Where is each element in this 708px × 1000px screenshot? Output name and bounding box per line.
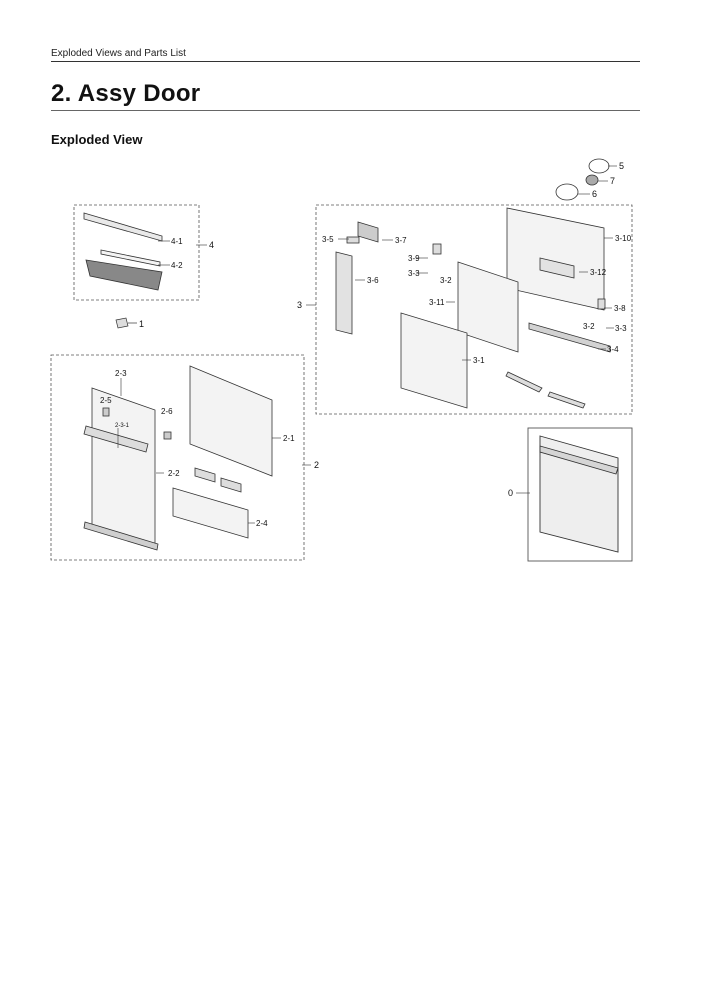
callout-3-3-b: 3-3: [615, 324, 627, 333]
part-0-door: [539, 435, 619, 553]
part-1-clip: [115, 317, 137, 329]
callout-3-12: 3-12: [590, 268, 607, 277]
callout-1: 1: [139, 319, 144, 329]
callout-6: 6: [592, 189, 597, 199]
group-0-box: [527, 427, 633, 562]
group-4-box: [73, 204, 200, 301]
callout-3-8: 3-8: [614, 304, 626, 313]
callout-2-3-1: 2-3-1: [115, 423, 130, 429]
group-3-parts: [335, 207, 611, 409]
callout-4-2: 4-2: [171, 261, 183, 270]
callout-3: 3: [297, 300, 302, 310]
callout-2: 2: [314, 460, 319, 470]
callout-7: 7: [610, 176, 615, 186]
page-header: Exploded Views and Parts List: [51, 48, 640, 62]
callout-3-9: 3-9: [408, 254, 420, 263]
group-3-gaskets: [555, 158, 610, 201]
callout-2-4: 2-4: [256, 519, 268, 528]
callout-3-11: 3-11: [429, 298, 445, 307]
callout-5: 5: [619, 161, 624, 171]
callout-3-2-b: 3-2: [583, 322, 595, 331]
callout-3-10: 3-10: [615, 234, 632, 243]
callout-3-1: 3-1: [473, 356, 485, 365]
callout-2-6: 2-6: [161, 407, 173, 416]
group-3-box: [315, 204, 633, 415]
callout-4-1: 4-1: [171, 237, 183, 246]
callout-2-3: 2-3: [115, 369, 127, 378]
callout-2-1: 2-1: [283, 434, 295, 443]
group-2-parts: [83, 365, 273, 551]
group-2-box: [50, 354, 305, 561]
callout-2-2: 2-2: [168, 469, 180, 478]
callout-0: 0: [508, 488, 513, 498]
callout-3-6: 3-6: [367, 276, 379, 285]
callout-3-2-a: 3-2: [440, 276, 452, 285]
section-title: 2. Assy Door: [51, 80, 640, 111]
callout-4: 4: [209, 240, 214, 250]
callout-3-5: 3-5: [322, 235, 334, 244]
callout-3-3-a: 3-3: [408, 269, 420, 278]
callout-2-5: 2-5: [100, 396, 112, 405]
callout-3-4: 3-4: [607, 345, 619, 354]
subsection-title: Exploded View: [51, 132, 143, 147]
part-4-handle: [83, 212, 163, 291]
callout-3-7: 3-7: [395, 236, 407, 245]
